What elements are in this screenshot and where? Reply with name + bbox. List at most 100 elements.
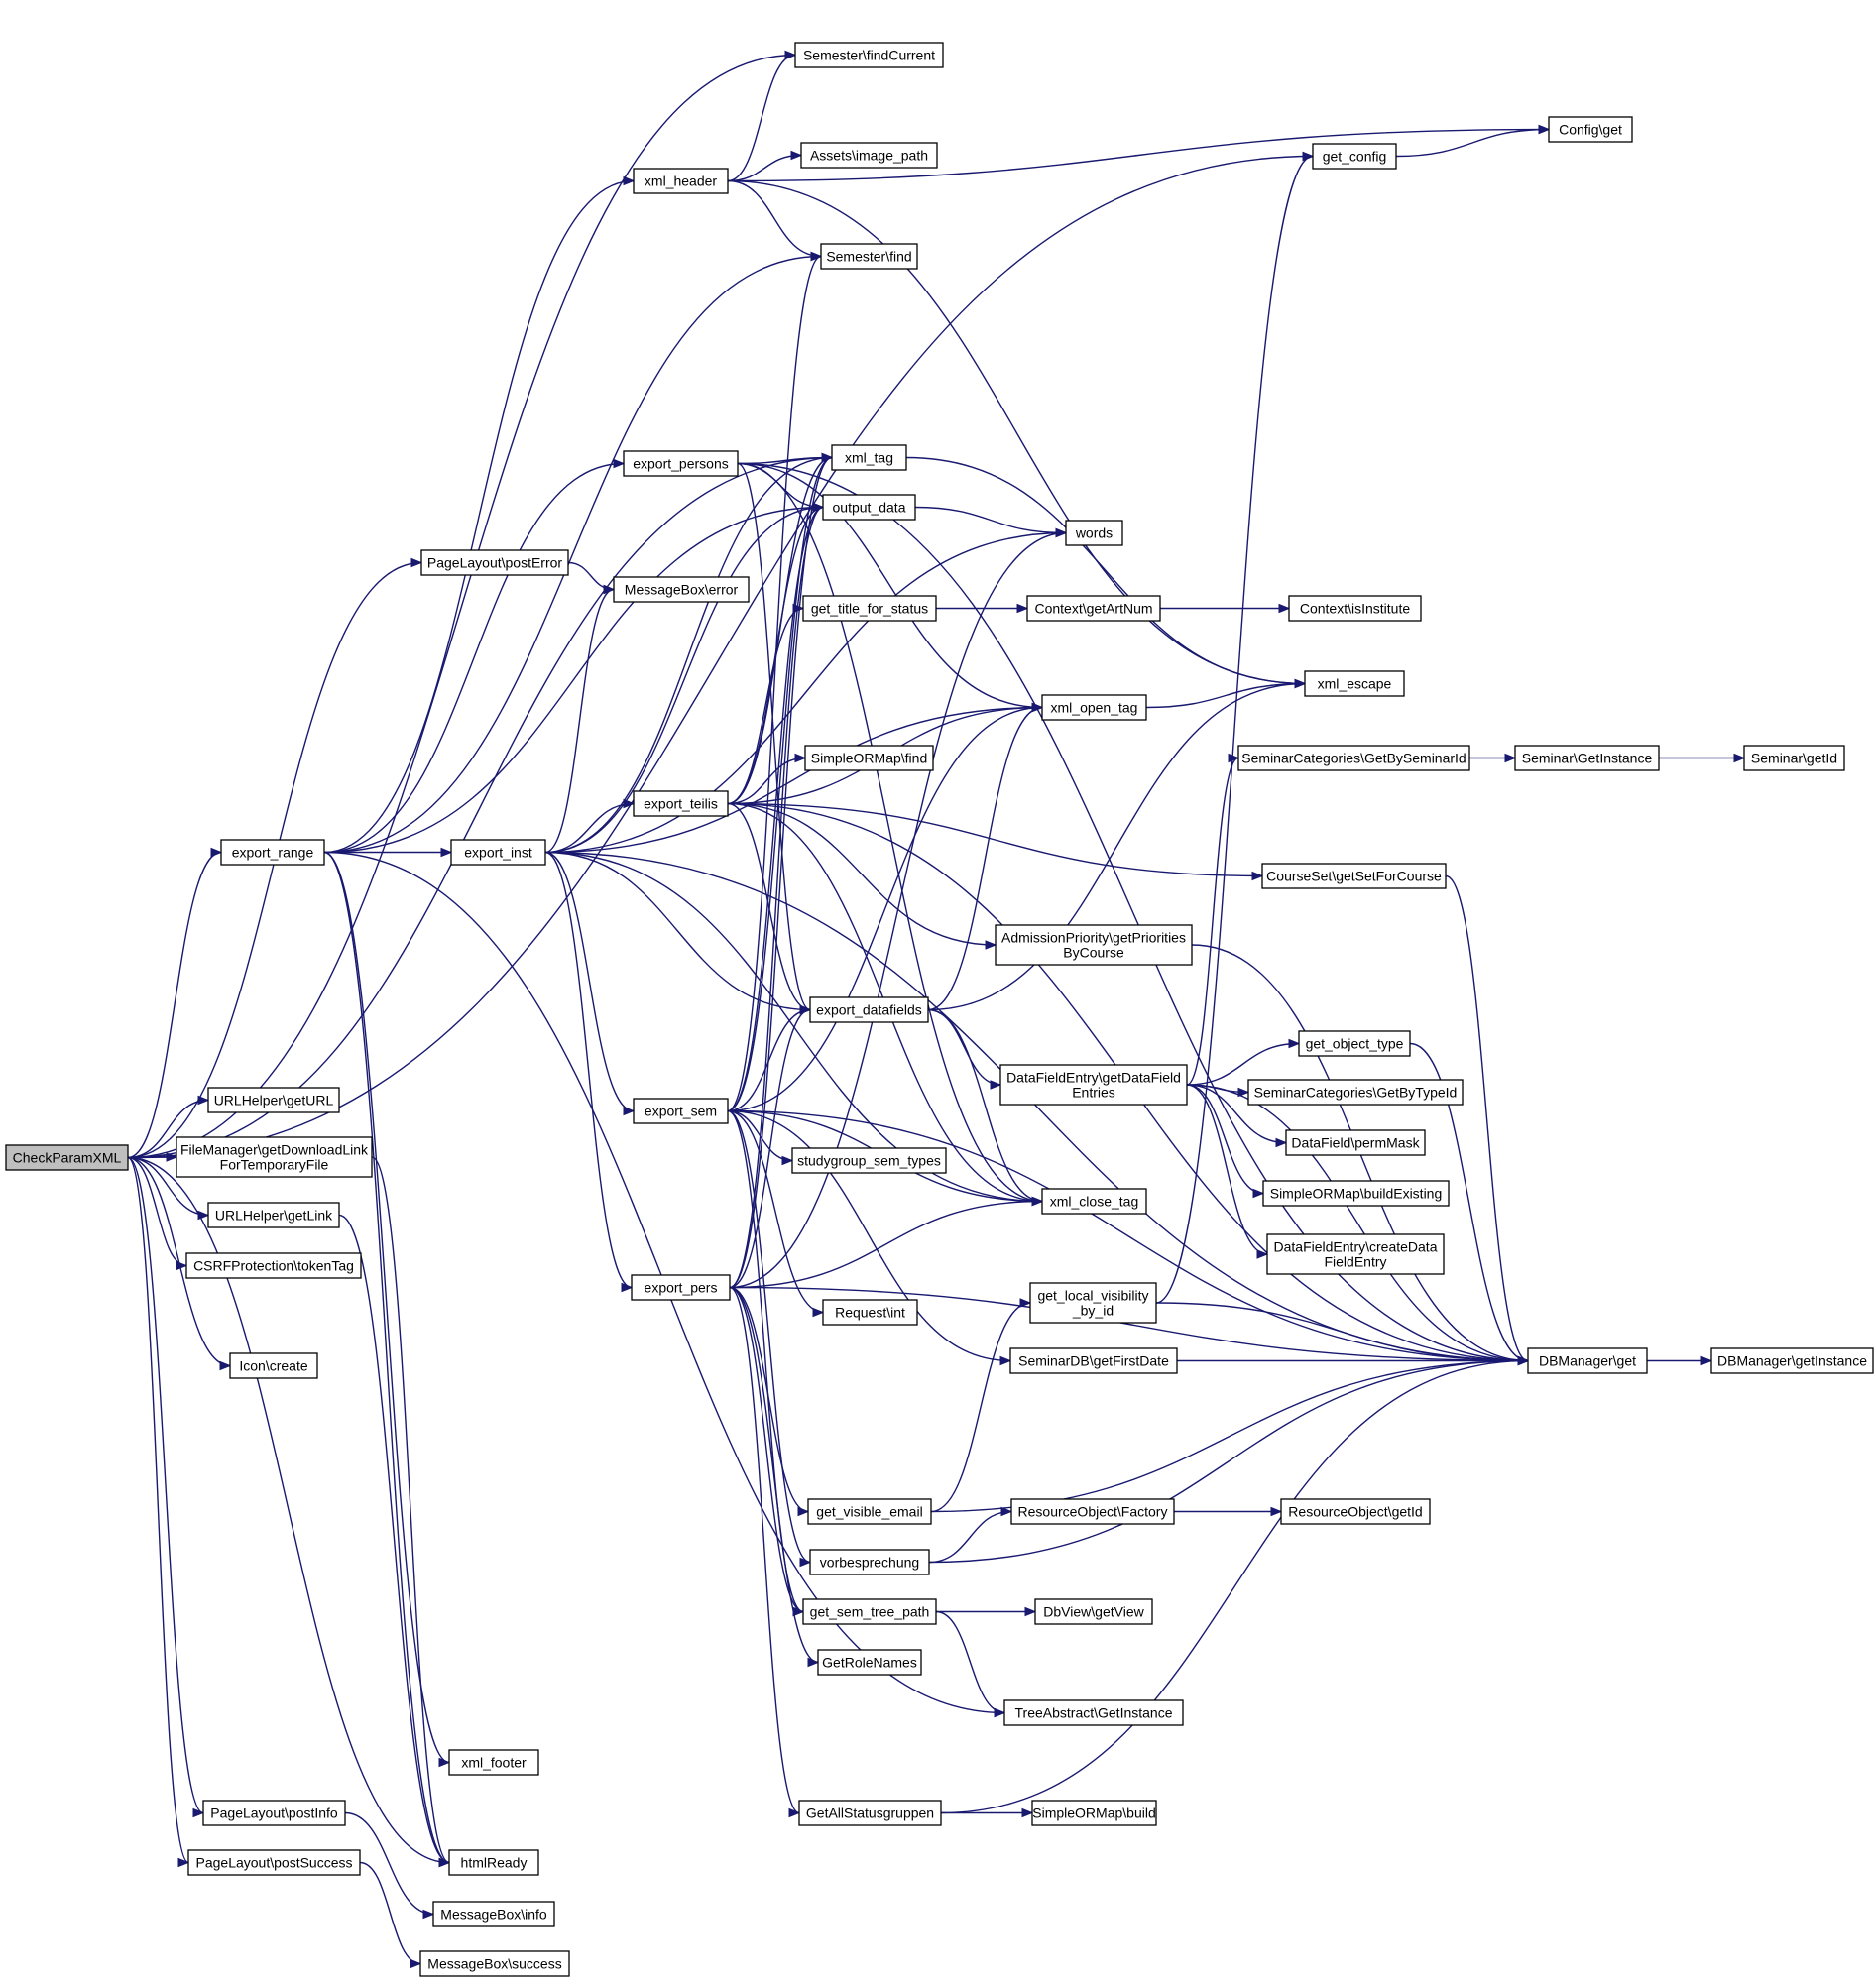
node-xml-open-tag[interactable]: xml_open_tag	[1041, 694, 1147, 721]
edge-line	[323, 462, 625, 854]
node-htmlready[interactable]: htmlReady	[448, 1849, 539, 1876]
node-label: Seminar\GetInstance	[1522, 751, 1653, 766]
node-vorbesprechung[interactable]: vorbesprechung	[809, 1549, 930, 1575]
node-xml-tag[interactable]: xml_tag	[831, 444, 907, 471]
edge-get-sem-tree-path-to-dbview	[935, 1606, 1037, 1617]
node-box	[1280, 1498, 1431, 1525]
edge-export-range-to-output-data	[323, 502, 825, 854]
node-words[interactable]: words	[1065, 520, 1123, 546]
edge-checkparam-to-get-config	[127, 151, 1315, 1159]
edge-arrowhead	[410, 557, 423, 568]
node-get-local-visibility[interactable]: get_local_visibility_by_id	[1029, 1282, 1157, 1324]
node-context-isinst[interactable]: Context\isInstitute	[1288, 595, 1422, 622]
node-export-teilis[interactable]: export_teilis	[633, 790, 729, 817]
node-get-title-for-status[interactable]: get_title_for_status	[802, 595, 937, 622]
node-label: ForTemporaryFile	[220, 1157, 329, 1173]
node-box	[809, 996, 929, 1023]
node-export-range[interactable]: export_range	[220, 839, 325, 866]
node-mb-error[interactable]: MessageBox\error	[613, 576, 750, 603]
edge-line	[127, 155, 1314, 1159]
node-get-visible-email[interactable]: get_visible_email	[807, 1498, 932, 1525]
node-get-object-type[interactable]: get_object_type	[1298, 1030, 1411, 1057]
node-config-get[interactable]: Config\get	[1548, 116, 1633, 143]
node-treeabstract[interactable]: TreeAbstract\GetInstance	[1003, 1699, 1184, 1726]
node-label: GetAllStatusgruppen	[806, 1806, 934, 1821]
node-getallstatus[interactable]: GetAllStatusgruppen	[798, 1800, 942, 1826]
node-semester-find[interactable]: Semester\find	[820, 243, 918, 270]
node-box	[802, 595, 937, 622]
node-box	[633, 168, 729, 194]
node-som-build[interactable]: SimpleORMap\build	[1031, 1800, 1157, 1826]
node-getrolenames[interactable]: GetRoleNames	[817, 1649, 922, 1676]
edge-export-pers-to-getrolenames	[729, 1286, 820, 1668]
node-get-sem-tree-path[interactable]: get_sem_tree_path	[802, 1598, 937, 1625]
node-urlhelper-getlink[interactable]: URLHelper\getLink	[207, 1202, 340, 1228]
node-resource-getid[interactable]: ResourceObject\getId	[1280, 1498, 1431, 1525]
node-filemanager[interactable]: FileManager\getDownloadLinkForTemporaryF…	[176, 1136, 373, 1178]
edge-line	[727, 1109, 824, 1314]
node-request-int[interactable]: Request\int	[822, 1299, 918, 1326]
node-get-config[interactable]: get_config	[1312, 143, 1397, 170]
node-courseset[interactable]: CourseSet\getSetForCourse	[1261, 863, 1447, 889]
node-export-inst[interactable]: export_inst	[450, 839, 546, 866]
edge-resource-factory-to-resource-getid	[1174, 1506, 1283, 1517]
edge-line	[927, 1008, 1043, 1203]
node-csrf[interactable]: CSRFProtection\tokenTag	[185, 1252, 362, 1279]
node-box	[800, 142, 938, 169]
node-box	[202, 1800, 346, 1826]
edge-get-visible-email-to-dbmanager-get	[930, 1355, 1530, 1513]
node-dbmanager-get[interactable]: DBManager\get	[1527, 1347, 1648, 1374]
node-studygroup[interactable]: studygroup_sem_types	[791, 1147, 947, 1174]
node-semcat-bytype[interactable]: SeminarCategories\GetByTypeId	[1247, 1079, 1464, 1106]
edge-line	[729, 1286, 819, 1664]
node-export-pers[interactable]: export_pers	[631, 1274, 731, 1301]
node-export-persons[interactable]: export_persons	[623, 450, 739, 477]
node-xml-escape[interactable]: xml_escape	[1304, 670, 1405, 697]
edge-export-sem-to-get-sem-tree-path	[727, 1109, 805, 1617]
edge-line	[127, 1156, 204, 1814]
node-checkparam[interactable]: CheckParamXML	[5, 1144, 129, 1171]
node-box	[1548, 116, 1633, 143]
edge-line	[927, 706, 1043, 1011]
edge-get-local-visibility-to-dbmanager-get	[1155, 1302, 1530, 1366]
node-box	[794, 42, 944, 68]
node-export-datafields[interactable]: export_datafields	[809, 996, 929, 1023]
node-output-data[interactable]: output_data	[822, 494, 916, 521]
node-xml-header[interactable]: xml_header	[633, 168, 729, 194]
edge-line	[905, 456, 1306, 685]
node-box	[633, 790, 729, 817]
node-som-buildexisting[interactable]: SimpleORMap\buildExisting	[1262, 1180, 1450, 1207]
node-resource-factory[interactable]: ResourceObject\Factory	[1010, 1498, 1175, 1525]
node-postinfo[interactable]: PageLayout\postInfo	[202, 1800, 346, 1826]
node-mb-info[interactable]: MessageBox\info	[432, 1901, 555, 1927]
node-postsuccess[interactable]: PageLayout\postSuccess	[187, 1849, 361, 1876]
node-icon-create[interactable]: Icon\create	[229, 1352, 318, 1379]
node-mb-success[interactable]: MessageBox\success	[419, 1950, 570, 1977]
edge-filemanager-to-htmlready	[371, 1156, 451, 1868]
node-datafield-perm[interactable]: DataField\permMask	[1285, 1129, 1426, 1156]
node-semester-findcurrent[interactable]: Semester\findCurrent	[794, 42, 944, 68]
node-box	[220, 839, 325, 866]
node-semcat-byid[interactable]: SeminarCategories\GetBySeminarId	[1237, 745, 1470, 771]
node-context-artnum[interactable]: Context\getArtNum	[1026, 595, 1161, 622]
node-seminardb-first[interactable]: SeminarDB\getFirstDate	[1009, 1347, 1178, 1374]
edge-arrowhead	[1019, 1298, 1032, 1308]
edge-line	[727, 154, 802, 182]
node-simpleormap-find[interactable]: SimpleORMap\find	[804, 745, 934, 771]
edge-line	[127, 1156, 209, 1217]
node-export-sem[interactable]: export_sem	[633, 1098, 729, 1124]
node-dbview[interactable]: DbView\getView	[1034, 1598, 1153, 1625]
node-urlhelper-geturl[interactable]: URLHelper\getURL	[207, 1087, 340, 1113]
node-dbmanager-instance[interactable]: DBManager\getInstance	[1710, 1347, 1874, 1374]
edge-arrowhead	[790, 150, 803, 161]
node-seminar-getinstance[interactable]: Seminar\GetInstance	[1514, 745, 1660, 771]
node-posterror[interactable]: PageLayout\postError	[420, 549, 569, 576]
edge-export-datafields-to-dfe-get	[927, 1008, 1002, 1090]
node-xml-footer[interactable]: xml_footer	[448, 1749, 539, 1776]
node-assets-image[interactable]: Assets\image_path	[800, 142, 938, 169]
node-seminar-getid[interactable]: Seminar\getId	[1743, 745, 1845, 771]
node-xml-close-tag[interactable]: xml_close_tag	[1041, 1188, 1147, 1215]
